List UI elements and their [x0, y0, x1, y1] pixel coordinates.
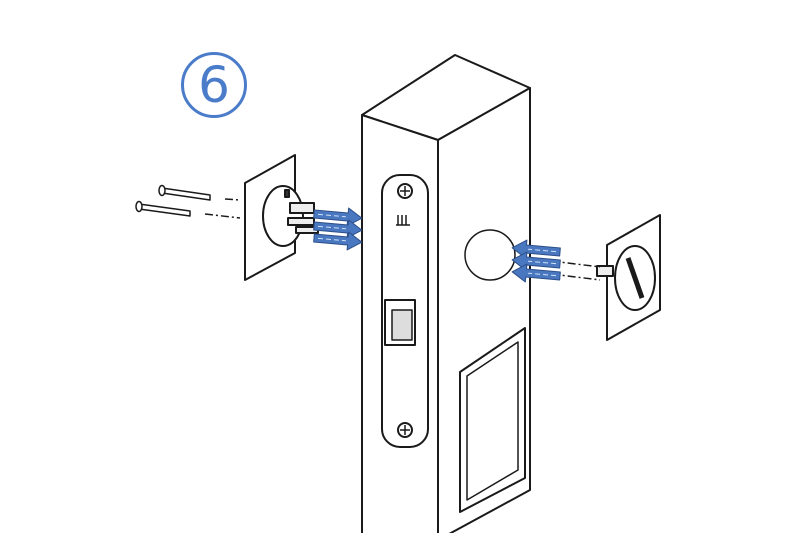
step-number-badge: 6	[181, 52, 247, 118]
mounting-bolts	[135, 184, 241, 219]
latch-faceplate	[381, 174, 429, 448]
thumbturn-plate	[519, 214, 661, 341]
outer-rosette	[244, 154, 319, 281]
bore-hole	[464, 229, 516, 281]
left-insert-arrows	[312, 204, 364, 253]
